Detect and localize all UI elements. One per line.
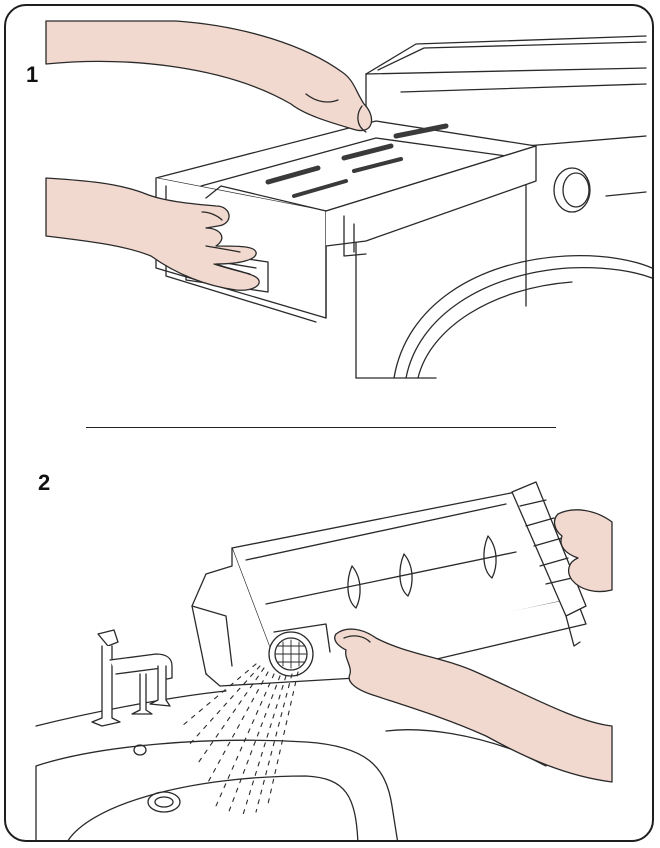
step-divider — [86, 427, 556, 428]
upper-hand — [45, 20, 373, 133]
right-holding-hand — [553, 509, 613, 593]
step-2-illustration — [35, 481, 613, 840]
tilted-detergent-drawer — [191, 481, 587, 687]
faucet — [91, 629, 173, 727]
step-1-number: 1 — [26, 62, 39, 87]
lower-hand — [45, 177, 260, 291]
step-1-illustration — [45, 20, 652, 379]
water-stream — [181, 663, 299, 819]
step-2-number: 2 — [38, 470, 51, 495]
lower-supporting-hand — [334, 628, 613, 783]
instruction-panel-frame: 1 2 — [4, 4, 654, 842]
washing-machine — [355, 35, 652, 379]
